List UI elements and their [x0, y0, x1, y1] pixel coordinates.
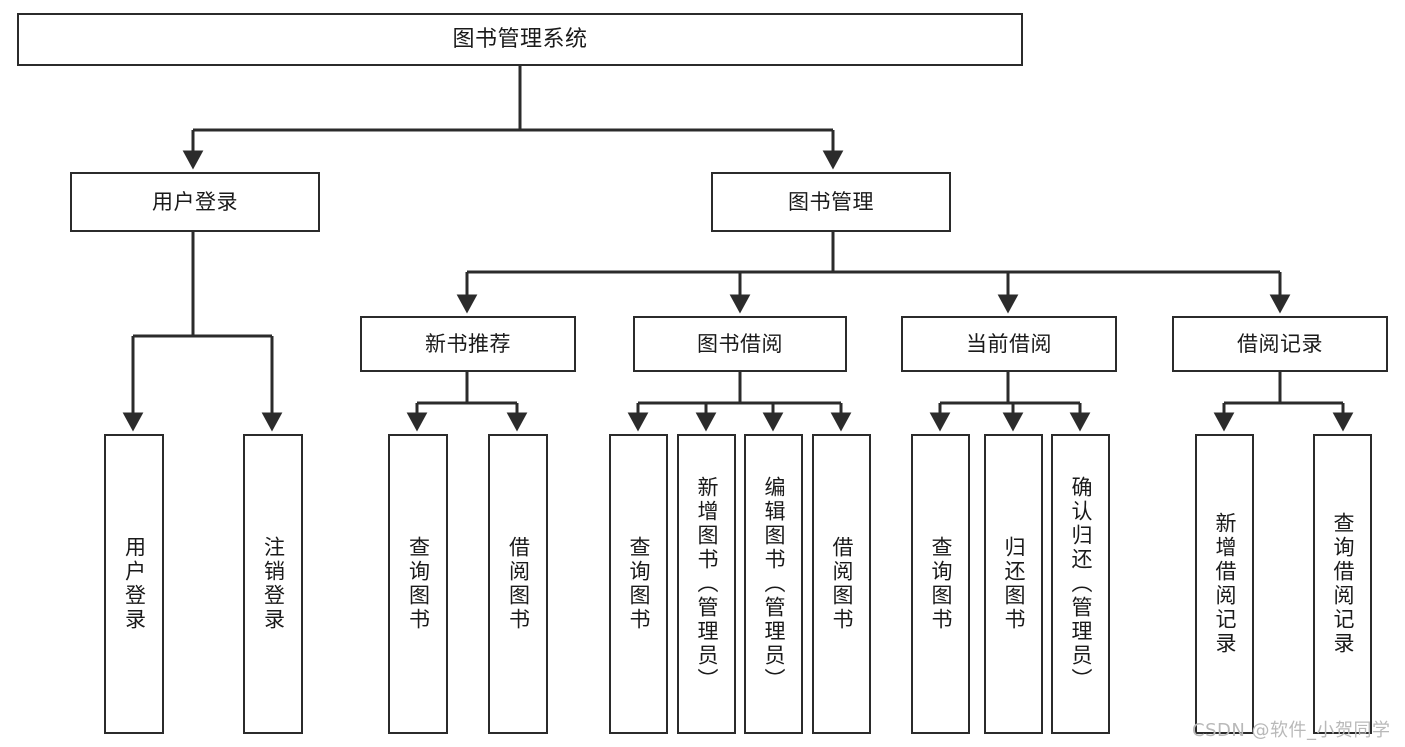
- node-leaf-confirm-return[interactable]: 确认归还（管理员）: [1051, 434, 1110, 734]
- node-book-borrow[interactable]: 图书借阅: [633, 316, 847, 372]
- node-borrow-record-label: 借阅记录: [1237, 331, 1323, 356]
- node-user-login-label: 用户登录: [152, 189, 238, 214]
- node-leaf-borrow-book-1-label: 借阅图书: [506, 536, 531, 632]
- node-leaf-query-book-2[interactable]: 查询图书: [609, 434, 668, 734]
- node-new-book-recommend[interactable]: 新书推荐: [360, 316, 576, 372]
- node-leaf-add-record-label: 新增借阅记录: [1213, 512, 1237, 656]
- node-leaf-confirm-return-label: 确认归还（管理员）: [1069, 476, 1093, 692]
- node-leaf-query-book-3-label: 查询图书: [929, 536, 953, 632]
- node-new-book-recommend-label: 新书推荐: [425, 331, 511, 356]
- node-current-borrow-label: 当前借阅: [966, 331, 1052, 356]
- node-user-login[interactable]: 用户登录: [70, 172, 320, 232]
- node-book-management-label: 图书管理: [788, 189, 874, 214]
- node-leaf-edit-book-label: 编辑图书（管理员）: [762, 476, 786, 692]
- node-leaf-add-book[interactable]: 新增图书（管理员）: [677, 434, 736, 734]
- node-current-borrow[interactable]: 当前借阅: [901, 316, 1117, 372]
- csdn-watermark: CSDN @软件_小贺同学: [1192, 720, 1391, 741]
- node-leaf-return-book[interactable]: 归还图书: [984, 434, 1043, 734]
- node-root-label: 图书管理系统: [452, 26, 588, 52]
- node-leaf-query-book-1-label: 查询图书: [406, 536, 431, 632]
- node-book-borrow-label: 图书借阅: [697, 331, 783, 356]
- node-leaf-logout-login-label: 注销登录: [261, 536, 286, 632]
- node-leaf-user-login-label: 用户登录: [122, 536, 147, 632]
- node-root[interactable]: 图书管理系统: [17, 13, 1023, 66]
- node-book-management[interactable]: 图书管理: [711, 172, 951, 232]
- node-leaf-edit-book[interactable]: 编辑图书（管理员）: [744, 434, 803, 734]
- node-leaf-borrow-book-2-label: 借阅图书: [830, 536, 854, 632]
- node-leaf-borrow-book-1[interactable]: 借阅图书: [488, 434, 548, 734]
- node-leaf-add-record[interactable]: 新增借阅记录: [1195, 434, 1254, 734]
- node-leaf-borrow-book-2[interactable]: 借阅图书: [812, 434, 871, 734]
- node-borrow-record[interactable]: 借阅记录: [1172, 316, 1388, 372]
- node-leaf-return-book-label: 归还图书: [1002, 536, 1026, 632]
- node-leaf-query-record[interactable]: 查询借阅记录: [1313, 434, 1372, 734]
- node-leaf-user-login[interactable]: 用户登录: [104, 434, 164, 734]
- node-leaf-query-record-label: 查询借阅记录: [1331, 512, 1355, 656]
- node-leaf-query-book-3[interactable]: 查询图书: [911, 434, 970, 734]
- node-leaf-add-book-label: 新增图书（管理员）: [695, 476, 719, 692]
- node-leaf-query-book-2-label: 查询图书: [627, 536, 651, 632]
- node-leaf-logout-login[interactable]: 注销登录: [243, 434, 303, 734]
- node-leaf-query-book-1[interactable]: 查询图书: [388, 434, 448, 734]
